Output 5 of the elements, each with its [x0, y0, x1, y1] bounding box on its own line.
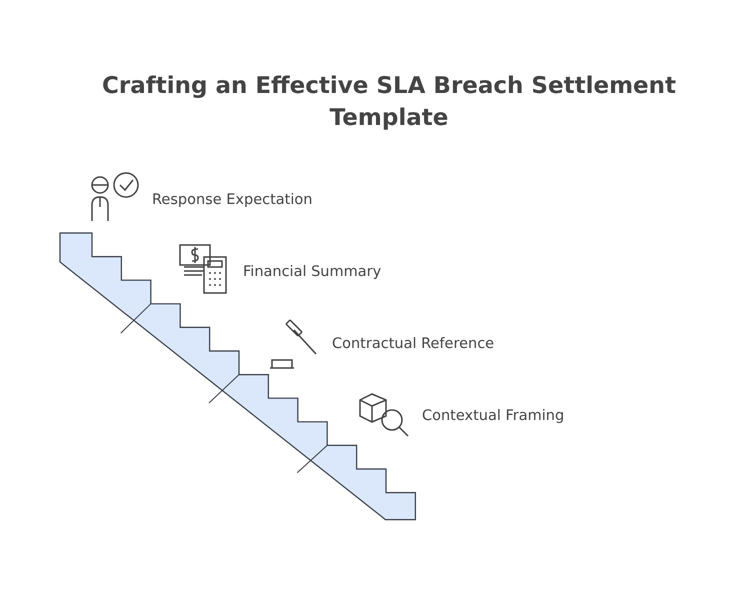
- step-label: Contextual Framing: [422, 408, 564, 424]
- step-label: Financial Summary: [243, 264, 382, 280]
- step-label: Contractual Reference: [332, 336, 494, 352]
- title: Crafting an Effective SLA Breach Settlement Template: [100, 72, 678, 133]
- step-label: Response Expectation: [152, 192, 312, 208]
